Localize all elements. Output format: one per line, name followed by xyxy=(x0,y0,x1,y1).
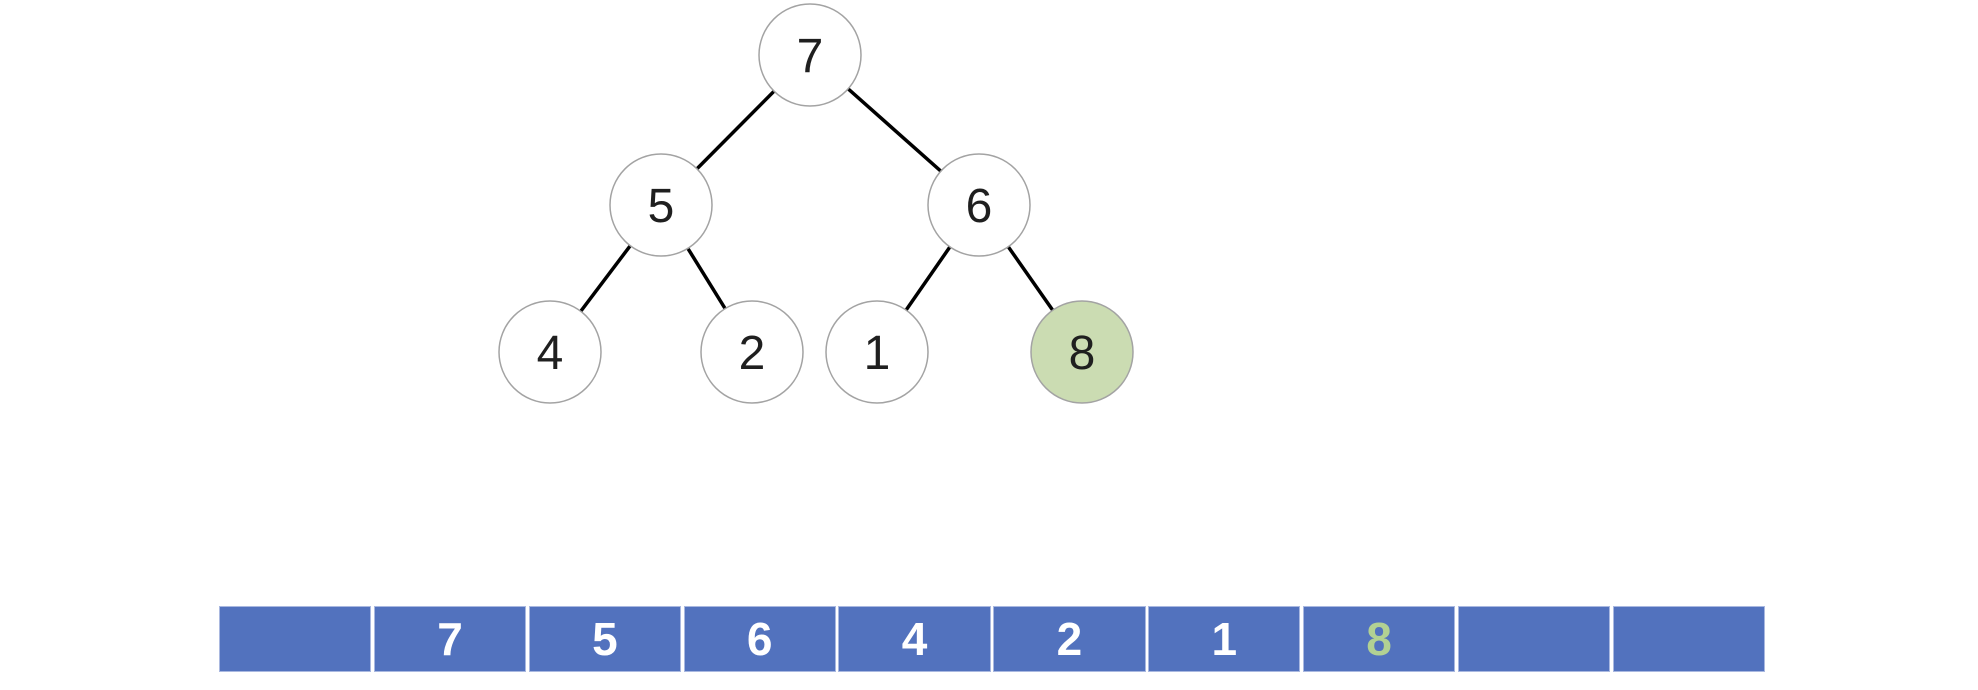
tree-node-5: 5 xyxy=(609,153,713,257)
tree-node-8-highlighted: 8 xyxy=(1030,300,1134,404)
array-cell-3: 6 xyxy=(683,606,836,672)
array-cell-0 xyxy=(219,606,372,672)
array-cell-5: 2 xyxy=(993,606,1146,672)
node-circle xyxy=(927,153,1031,257)
node-value: 1 xyxy=(864,327,891,380)
node-circle xyxy=(825,300,929,404)
node-value: 7 xyxy=(797,30,824,83)
array-cell-6: 1 xyxy=(1148,606,1301,672)
array-cell-7-highlighted: 8 xyxy=(1302,606,1456,672)
node-circle xyxy=(498,300,602,404)
node-circle xyxy=(609,153,713,257)
array-cell-2: 5 xyxy=(528,606,682,672)
node-value: 2 xyxy=(739,327,766,380)
node-circle xyxy=(700,300,804,404)
array-cell-9 xyxy=(1612,606,1765,672)
node-value: 4 xyxy=(537,327,564,380)
tree-node-1: 1 xyxy=(825,300,929,404)
node-value: 8 xyxy=(1069,327,1096,380)
array-cell-1: 7 xyxy=(373,606,527,672)
tree-node-4: 4 xyxy=(498,300,602,404)
node-circle xyxy=(758,3,862,107)
array-cell-8 xyxy=(1457,606,1611,672)
array-cell-4: 4 xyxy=(838,606,991,672)
tree-node-7: 7 xyxy=(758,3,862,107)
tree-node-2: 2 xyxy=(700,300,804,404)
node-value: 6 xyxy=(966,180,993,233)
tree-node-6: 6 xyxy=(927,153,1031,257)
node-circle-highlighted xyxy=(1030,300,1134,404)
binary-tree: 7 5 6 4 2 1 8 xyxy=(498,3,1134,404)
node-value: 5 xyxy=(648,180,675,233)
